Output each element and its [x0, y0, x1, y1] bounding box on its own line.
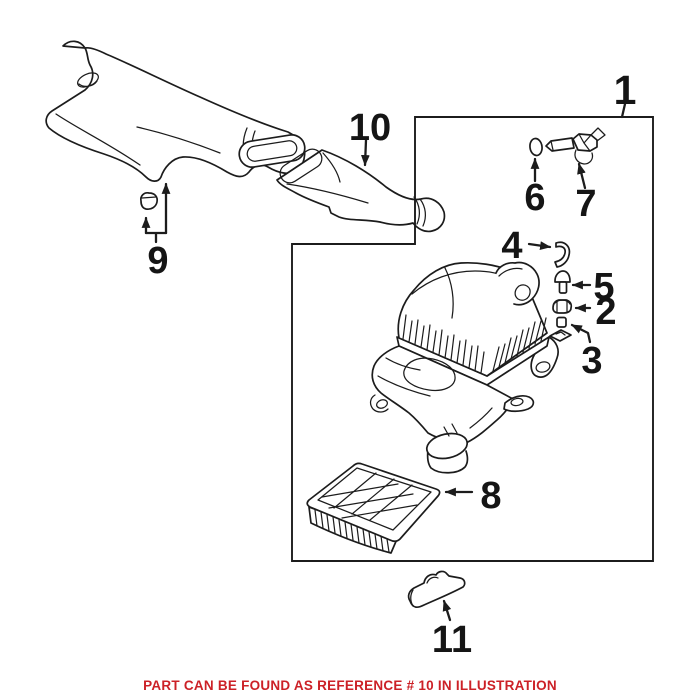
bracket-body [407, 570, 466, 609]
callout-5-label: 5 [593, 266, 614, 308]
sensor-blade-line [550, 140, 554, 151]
callout-4-label: 4 [501, 225, 522, 267]
hook-clip [554, 241, 571, 268]
callout-1-leader [620, 102, 627, 119]
sensor-scoop [574, 149, 594, 165]
callout-10-arrow [360, 138, 370, 167]
support-bracket [407, 570, 466, 609]
air-cleaner-housing [369, 261, 559, 474]
intake-duct-upper [45, 40, 306, 182]
clip-body [556, 316, 567, 328]
callouts: 1 2 3 4 5 6 7 8 9 10 11 [141, 67, 637, 661]
hook-clip-shape [554, 241, 571, 268]
callout-9-label: 9 [147, 240, 168, 282]
footer-reference-note: PART CAN BE FOUND AS REFERENCE # 10 IN I… [143, 678, 557, 693]
screw-head [554, 270, 571, 283]
sensor-blade [545, 137, 575, 152]
callout-3-arrow [570, 323, 592, 344]
callout-9-bracket-line [144, 231, 168, 244]
filter-pleats [314, 509, 390, 553]
tube-marks [443, 423, 458, 437]
lid-ribs-left [402, 314, 485, 374]
grommet [140, 192, 159, 211]
callout-4-arrow [527, 241, 552, 250]
filter-skirt [308, 506, 398, 554]
filter-hatch [321, 472, 418, 521]
housing-right-tab [530, 336, 559, 378]
bowl-creases [377, 357, 493, 429]
duct-lower-inlet [279, 148, 323, 184]
assembly-boundary-box [291, 116, 654, 562]
duct-lower-outline [276, 149, 446, 233]
callout-7-arrow [577, 162, 587, 190]
housing-snout [495, 261, 540, 306]
clip-gasket-notch [555, 331, 566, 336]
snout-collar [498, 267, 523, 277]
callout-7-label: 7 [575, 183, 596, 225]
clip-gasket [549, 329, 572, 342]
callout-3-label: 3 [581, 340, 602, 382]
screw [554, 270, 571, 294]
filter-frame [317, 467, 432, 531]
right-tab-hole [535, 361, 551, 373]
inlet-rim [279, 148, 323, 184]
sensor-facets [578, 127, 606, 152]
housing-left-tab [369, 394, 389, 413]
callout-6-label: 6 [524, 177, 545, 219]
right-arm-hole [510, 397, 524, 407]
callout-2-label: 2 [595, 291, 616, 333]
outlet-tube [425, 423, 469, 474]
nut [552, 299, 573, 314]
outlet-inner-rim [246, 140, 298, 162]
callout-11-arrow [442, 599, 452, 622]
intake-duct-lower [276, 148, 446, 233]
duct-upper-outlet [238, 134, 306, 168]
lid-ribs-right [492, 317, 547, 372]
housing-bowl [371, 345, 514, 444]
nut-facets [554, 299, 571, 313]
bracket-lines [410, 576, 439, 607]
snout-opening [514, 284, 531, 301]
duct-upper-creases [55, 113, 221, 166]
callout-1-label: 1 [614, 67, 637, 113]
grommet-body [140, 192, 159, 211]
clip [549, 316, 572, 342]
callout-8-label: 8 [480, 475, 501, 517]
tube-rim [425, 432, 469, 460]
duct-lower-creases [286, 152, 369, 204]
grommet-line [141, 196, 157, 199]
callout-10-label: 10 [349, 107, 391, 149]
callout-11-label: 11 [432, 619, 472, 661]
duct-hole-shadow [78, 80, 98, 88]
housing-right-arm [503, 394, 535, 413]
seal-ring [529, 137, 543, 157]
left-tab-hole [376, 399, 388, 409]
air-filter [306, 462, 441, 554]
screw-shank [558, 281, 568, 294]
air-temp-sensor [545, 127, 606, 165]
filter-top-face [306, 462, 441, 543]
seal-ring-shape [529, 137, 543, 157]
